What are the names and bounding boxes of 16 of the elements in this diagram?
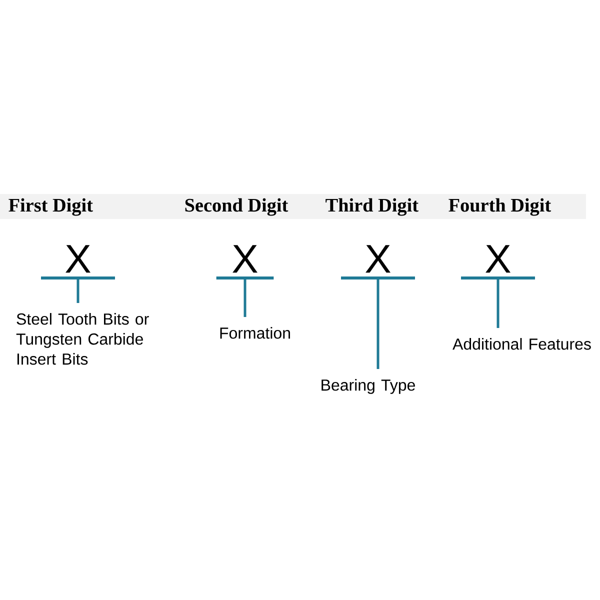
description-text: Steel Tooth Bits or Tungsten Carbide Insert Bits xyxy=(16,313,149,365)
column-heading: Fourth Digit xyxy=(448,198,551,216)
fill-in-line: X xyxy=(341,245,415,280)
fill-in-line: X xyxy=(216,245,274,280)
leader-line xyxy=(496,278,500,328)
leader-line xyxy=(376,278,380,369)
description-text: Formation xyxy=(220,327,290,339)
leader-line xyxy=(76,278,80,303)
column-heading: Third Digit xyxy=(326,198,418,216)
description-text: Bearing Type xyxy=(322,379,415,394)
fill-in-line: X xyxy=(41,245,115,280)
leader-line xyxy=(244,278,246,317)
column-heading: Second Digit xyxy=(185,198,288,216)
fill-in-line: X xyxy=(461,245,535,280)
column-heading: First Digit xyxy=(8,198,93,216)
description-text: Additional Features xyxy=(452,338,591,350)
